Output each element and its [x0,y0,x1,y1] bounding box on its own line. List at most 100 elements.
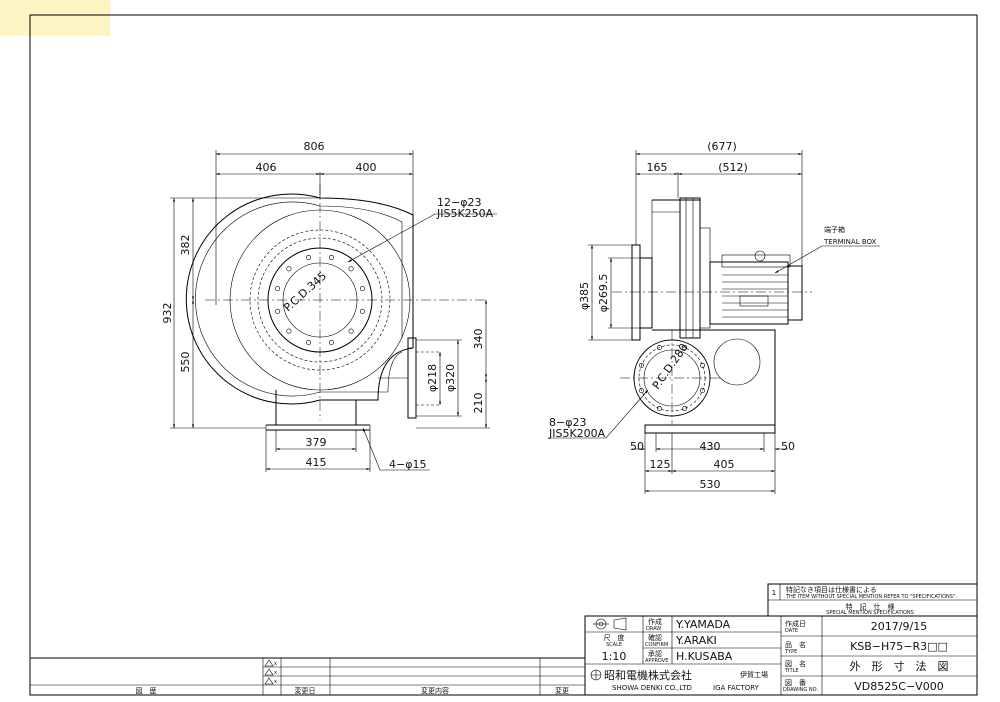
dim-550: 550 [179,352,192,373]
spec-title-jp: 特 記 仕 様 [846,602,895,611]
scale-label-jp: 尺 度 [604,633,625,642]
inlet-bolt-holes [274,255,365,345]
bolt-hole [638,362,644,368]
bolt-hole [274,308,280,314]
change-content-label: 変更内容 [421,686,449,695]
dim-400: 400 [356,161,377,174]
bolt-hole [306,255,312,261]
dwg-label-jp: 図 番 [785,679,806,687]
approve-label-jp: 承認 [648,649,662,658]
dim-530: 530 [700,478,721,491]
dim-430: 430 [700,440,721,453]
approve-label-en: APPROVE [645,658,668,664]
revision-block: x x x 図 歴 変更日 変更内容 変更 [29,657,586,696]
change-mark-label: 変更 [555,686,569,695]
scale-value: 1:10 [602,650,627,663]
type-label-en: TYPE [784,649,797,655]
dwg-label-en: DRAWING NO. [783,687,818,693]
draw-name: Y.YAMADA [675,618,731,631]
bolt-hole [328,255,334,261]
side-view: (677) 165 (512) φ385 φ269.5 50 430 50 12… [548,140,880,494]
title-block: 作成 DRAW Y.YAMADA 尺 度 SCALE 1:10 確認 CONFI… [584,615,978,696]
bolt-hole [328,339,334,345]
dim-406: 406 [256,161,277,174]
outlet-flange-std-label: JIS5K200A [548,427,606,440]
dwg-value: VD8525C−V000 [854,680,943,693]
terminal-box-jp: 端子箱 [824,225,845,234]
spec-title-en: SPECIAL MENTION SPECIFICATIONS [826,610,914,616]
note-number: 1 [772,589,776,597]
base-holes-label: 4−φ15 [389,458,426,471]
dim-340: 340 [472,329,485,350]
dim-125: 125 [650,458,671,471]
bolt-hole [359,286,365,292]
company-name-jp: 昭和電機株式会社 [604,668,692,682]
dim-50-left: 50 [630,440,644,453]
note-line-en: THE ITEM WITHOUT SPECIAL MENTION REFER T… [785,594,957,600]
dim-379: 379 [306,436,327,449]
inlet-flange-side [631,244,641,341]
scale-label-en: SCALE [606,642,622,648]
highlight-marker [0,0,110,36]
dim-382: 382 [179,235,192,256]
dim-932: 932 [161,303,174,324]
bolt-hole [656,344,662,350]
pcd-side-label: P.C.D.280 [650,341,691,392]
title-label-en: TITLE [784,668,799,674]
factory-name-jp: 伊賀工場 [740,670,768,679]
dim-phi269: φ269.5 [597,274,610,313]
rev-mark-3: x [274,679,277,685]
change-date-label: 変更日 [295,686,316,695]
company-logo-icon [590,669,602,681]
dim-phi385: φ385 [578,282,591,310]
inlet-bolts-label: 12−φ23 [437,196,481,209]
confirm-name: Y.ARAKI [675,634,717,647]
bolt-hole [682,344,688,350]
dim-phi218: φ218 [426,364,439,392]
dim-677: (677) [707,140,737,153]
draw-label-en: DRAW [646,626,661,632]
date-label-en: DATE [785,628,798,634]
date-value: 2017/9/15 [871,620,927,633]
bolt-hole [699,362,705,368]
type-value: KSB−H75−R3□□ [850,640,948,653]
dim-210: 210 [472,393,485,414]
approve-name: H.KUSABA [676,650,733,663]
outlet-bolts-label: 8−φ23 [549,416,586,429]
rev-mark-1: x [274,661,277,667]
dim-806: 806 [304,140,325,153]
type-label-jp: 品 名 [785,640,806,649]
dim-50-right: 50 [781,440,795,453]
draw-label-jp: 作成 [648,617,662,626]
base-feet [265,390,371,431]
bolt-hole [286,266,292,272]
pcd-front-label: P.C.D.345 [281,269,329,314]
factory-name-en: IGA FACTORY [713,684,760,692]
bolt-hole [348,266,354,272]
zone-label: 図 歴 [136,687,157,695]
confirm-label-en: CONFIRM [645,642,668,648]
bolt-hole [306,339,312,345]
bolt-hole [348,328,354,334]
dim-415: 415 [306,456,327,469]
inlet-flange-std-label: JIS5K250A [436,207,494,220]
terminal-box-en: TERMINAL BOX [823,238,877,246]
confirm-label-jp: 確認 [648,633,662,642]
bolt-hole [656,405,662,411]
rev-mark-2: x [274,670,277,676]
projection-symbol-icon [593,617,627,631]
title-value: 外 形 寸 法 図 [850,659,949,673]
bolt-hole [638,388,644,394]
company-name-en: SHOWA DENKI CO.,LTD [612,684,692,692]
bolt-hole [274,286,280,292]
bolt-hole [682,405,688,411]
notes-block: 1 特記なき項目は仕様書による THE ITEM WITHOUT SPECIAL… [767,583,978,617]
date-label-jp: 作成日 [785,619,806,628]
dim-165: 165 [647,161,668,174]
bolt-hole [286,328,292,334]
front-view: 806 406 400 932 382 550 340 210 φ218 φ32… [161,140,497,472]
title-label-jp: 図 名 [785,659,806,668]
dim-phi320: φ320 [444,364,457,392]
outlet-flange [378,337,440,419]
